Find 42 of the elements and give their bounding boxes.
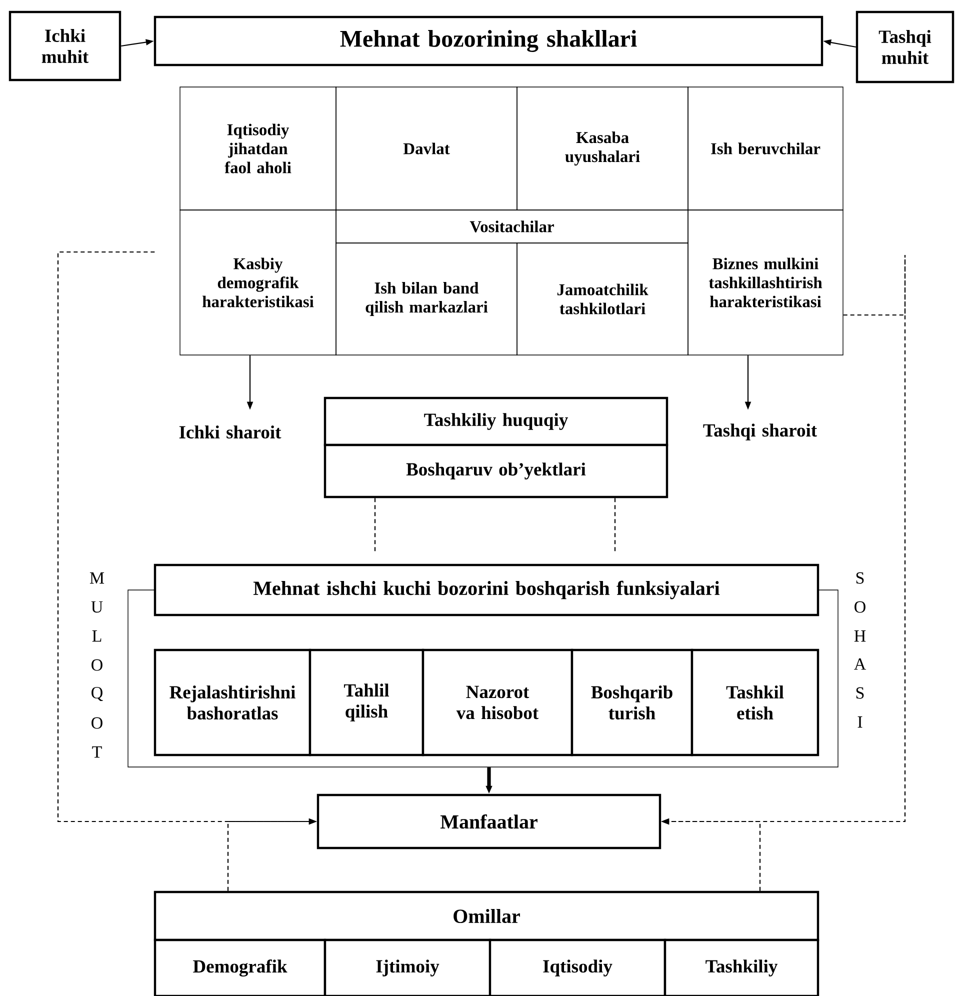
- vertical-letter: I: [858, 716, 862, 728]
- table-cell: Vositachilar: [336, 210, 688, 244]
- function-box: Nazorot va hisobot: [422, 648, 574, 756]
- heading-box: Mehnat bozorining shakllari: [154, 16, 824, 66]
- table-cell: Kasbiy demografik harakteristikasi: [180, 210, 336, 356]
- connector-line: [374, 498, 376, 552]
- vertical-letter: M: [90, 572, 104, 584]
- vertical-letter: U: [91, 601, 103, 613]
- function-box: Rejalashtirishni bashoratlas: [154, 648, 312, 756]
- vertical-letter: L: [92, 630, 102, 642]
- table-cell: Ish bilan band qilish markazlari: [336, 242, 518, 356]
- table-cell: Biznes mulkini tashkillashtirish harakteristikasi: [688, 210, 844, 356]
- condition-label: Tashqi sharoit: [703, 424, 817, 440]
- table-cell: Kasaba uyushalari: [516, 86, 688, 210]
- function-box: Boshqarib turish: [570, 648, 694, 756]
- table-cell: Jamoatchilik tashkilotlari: [516, 242, 688, 356]
- vertical-letter: T: [92, 746, 102, 758]
- process-box: Ichki muhit: [8, 10, 122, 82]
- table-cell: Demografik: [154, 938, 326, 996]
- function-box: Tahlil qilish: [308, 648, 424, 756]
- process-box: Boshqaruv ob’yektlari: [324, 444, 668, 498]
- vertical-letter: S: [856, 687, 864, 699]
- table-cell: Ish beruvchilar: [688, 86, 844, 210]
- process-box: Tashqi muhit: [856, 10, 954, 84]
- condition-label: Ichki sharoit: [179, 426, 282, 439]
- table-cell: Davlat: [336, 86, 518, 210]
- vertical-letter: A: [854, 658, 866, 670]
- connector-line: [614, 498, 616, 552]
- table-cell: Tashkiliy: [664, 938, 820, 996]
- table-cell: Ijtimoiy: [324, 938, 492, 996]
- function-box: Tashkil etish: [690, 648, 820, 756]
- vertical-letter: O: [92, 717, 102, 729]
- process-box: Manfaatlar: [316, 794, 662, 850]
- vertical-letter: Q: [92, 687, 103, 702]
- table-cell: Iqtisodiy jihatdan faol aholi: [180, 86, 336, 210]
- vertical-letter: O: [92, 659, 102, 671]
- vertical-letter: H: [854, 630, 866, 642]
- vertical-letter: S: [856, 572, 864, 584]
- process-box: Tashkiliy huquqiy: [324, 396, 668, 446]
- table-cell: Iqtisodiy: [488, 938, 666, 996]
- vertical-letter: O: [854, 601, 866, 613]
- heading-box: Mehnat ishchi kuchi bozorini boshqarish funksiyalari: [154, 564, 820, 616]
